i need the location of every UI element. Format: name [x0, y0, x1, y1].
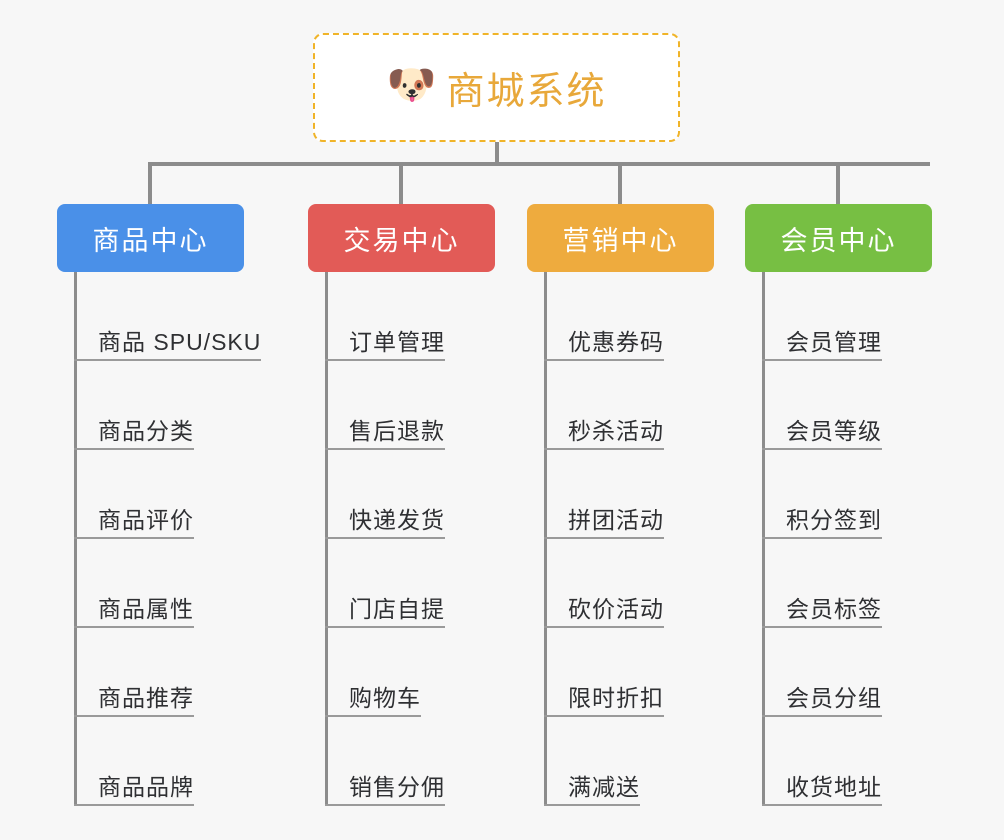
leaf-item[interactable]: 收货地址: [762, 717, 882, 806]
leaf-item-label: 满减送: [568, 773, 640, 800]
branch-header-label: 会员中心: [780, 225, 897, 256]
branch-header-label: 交易中心: [343, 225, 460, 256]
leaf-item-label: 销售分佣: [349, 773, 445, 800]
leaf-item[interactable]: 售后退款: [325, 361, 445, 450]
leaf-item-label: 商品品牌: [98, 773, 194, 800]
leaf-item-label: 秒杀活动: [568, 417, 664, 444]
connector-branch-stem-1: [148, 162, 152, 204]
leaf-item-label: 限时折扣: [568, 684, 664, 711]
leaf-item[interactable]: 快递发货: [325, 450, 445, 539]
branch-header-1[interactable]: 商品中心: [57, 204, 244, 272]
connector-branch-stem-3: [618, 162, 622, 204]
leaf-item[interactable]: 商品推荐: [74, 628, 194, 717]
leaf-item-label: 收货地址: [786, 773, 882, 800]
leaf-item-label: 砍价活动: [568, 595, 664, 622]
leaf-item-label: 购物车: [349, 684, 421, 711]
leaf-item[interactable]: 砍价活动: [544, 539, 664, 628]
connector-branch-stem-2: [399, 162, 403, 204]
leaf-item-label: 商品 SPU/SKU: [98, 328, 262, 355]
leaf-item[interactable]: 销售分佣: [325, 717, 445, 806]
leaf-item[interactable]: 商品 SPU/SKU: [74, 272, 262, 361]
shiba-dog-face-icon: 🐶: [386, 62, 437, 107]
branch-column-1: 商品中心商品 SPU/SKU 商品分类商品评价商品属性商品推荐商品品牌: [57, 204, 262, 806]
leaf-item-label: 订单管理: [349, 328, 445, 355]
branch-column-3: 营销中心优惠券码秒杀活动拼团活动砍价活动限时折扣满减送: [527, 204, 714, 806]
leaf-item[interactable]: 会员等级: [762, 361, 882, 450]
root-title: 商城系统: [446, 71, 607, 113]
leaf-item-label: 商品评价: [98, 506, 194, 533]
leaf-item[interactable]: 会员管理: [762, 272, 882, 361]
leaf-item[interactable]: 优惠券码: [544, 272, 664, 361]
leaf-item-label: 商品属性: [98, 595, 194, 622]
leaf-item[interactable]: 订单管理: [325, 272, 445, 361]
root-node[interactable]: 🐶 商城系统: [313, 33, 680, 142]
leaf-item[interactable]: 拼团活动: [544, 450, 664, 539]
leaf-item-label: 商品推荐: [98, 684, 194, 711]
connector-horizontal-bus: [150, 162, 930, 166]
leaf-item[interactable]: 购物车: [325, 628, 421, 717]
branch-header-4[interactable]: 会员中心: [745, 204, 932, 272]
leaf-item-label: 售后退款: [349, 417, 445, 444]
branch-column-4: 会员中心会员管理会员等级积分签到会员标签会员分组收货地址: [745, 204, 932, 806]
leaf-item[interactable]: 商品评价: [74, 450, 194, 539]
connector-root-stem: [495, 142, 499, 164]
branch-header-label: 营销中心: [562, 225, 679, 256]
leaf-item[interactable]: 商品分类: [74, 361, 194, 450]
leaf-item[interactable]: 商品品牌: [74, 717, 194, 806]
leaf-item-label: 积分签到: [786, 506, 882, 533]
leaf-item-label: 优惠券码: [568, 328, 664, 355]
leaf-item[interactable]: 门店自提: [325, 539, 445, 628]
leaf-item-label: 拼团活动: [568, 506, 664, 533]
leaf-item-label: 商品分类: [98, 417, 194, 444]
leaf-item[interactable]: 满减送: [544, 717, 640, 806]
leaf-item[interactable]: 秒杀活动: [544, 361, 664, 450]
leaf-item[interactable]: 商品属性: [74, 539, 194, 628]
leaf-item-label: 会员管理: [786, 328, 882, 355]
leaf-item[interactable]: 积分签到: [762, 450, 882, 539]
branch-header-label: 商品中心: [92, 225, 209, 256]
leaf-item-label: 会员等级: [786, 417, 882, 444]
leaf-item-label: 快递发货: [349, 506, 445, 533]
leaf-item[interactable]: 限时折扣: [544, 628, 664, 717]
leaf-item-label: 会员分组: [786, 684, 882, 711]
connector-branch-stem-4: [836, 162, 840, 204]
leaf-item[interactable]: 会员分组: [762, 628, 882, 717]
branch-header-2[interactable]: 交易中心: [308, 204, 495, 272]
leaf-item-label: 门店自提: [349, 595, 445, 622]
leaf-item-label: 会员标签: [786, 595, 882, 622]
leaf-item[interactable]: 会员标签: [762, 539, 882, 628]
branch-column-2: 交易中心订单管理售后退款快递发货门店自提购物车销售分佣: [308, 204, 495, 806]
branch-header-3[interactable]: 营销中心: [527, 204, 714, 272]
